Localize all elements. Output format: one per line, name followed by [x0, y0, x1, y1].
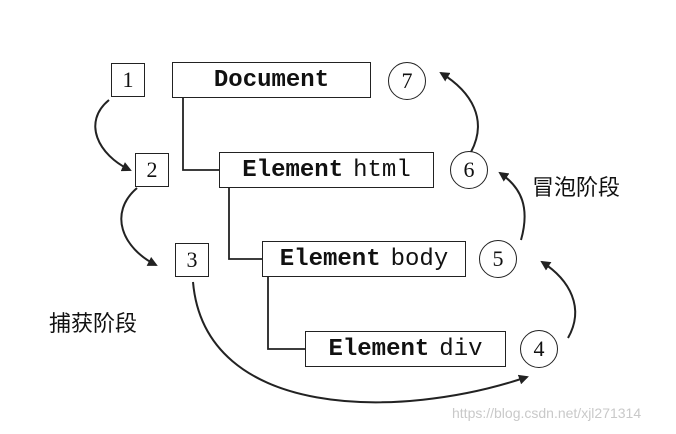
capture-step-2: 2 [135, 153, 169, 187]
capture-arrow-1-2 [94, 99, 132, 172]
capture-step-1: 1 [111, 63, 145, 97]
bubble-arrow-4-5 [540, 260, 577, 339]
node-body-keyword: Element [279, 245, 381, 273]
tree-line-body-div [267, 276, 305, 350]
node-html: Element html [219, 152, 434, 188]
capture-arrow-2-3 [120, 187, 158, 266]
node-body: Element body [262, 241, 466, 277]
bubble-arrow-5-6 [498, 171, 526, 241]
node-div-keyword: Element [328, 335, 430, 363]
node-document: Document [172, 62, 371, 98]
bubble-phase-label: 冒泡阶段 [532, 176, 621, 201]
tree-line-document-html [182, 97, 220, 171]
tree-line-html-body [228, 186, 264, 260]
bubble-arrow-6-7 [439, 71, 479, 153]
bubble-step-4: 4 [520, 330, 558, 368]
node-body-tag: body [390, 245, 449, 273]
bubble-step-7: 7 [388, 62, 426, 100]
bubble-step-6: 6 [450, 151, 488, 189]
capture-arrow-3-4 [192, 281, 529, 404]
node-div-tag: div [439, 335, 483, 363]
watermark-url: https://blog.csdn.net/xjl271314 [452, 405, 642, 421]
capture-step-3: 3 [175, 243, 209, 277]
node-div: Element div [305, 331, 506, 367]
node-html-keyword: Element [242, 156, 344, 184]
node-html-tag: html [353, 156, 411, 184]
bubble-step-5: 5 [479, 240, 517, 278]
node-document-keyword: Document [213, 66, 330, 94]
capture-phase-label: 捕获阶段 [49, 312, 138, 337]
